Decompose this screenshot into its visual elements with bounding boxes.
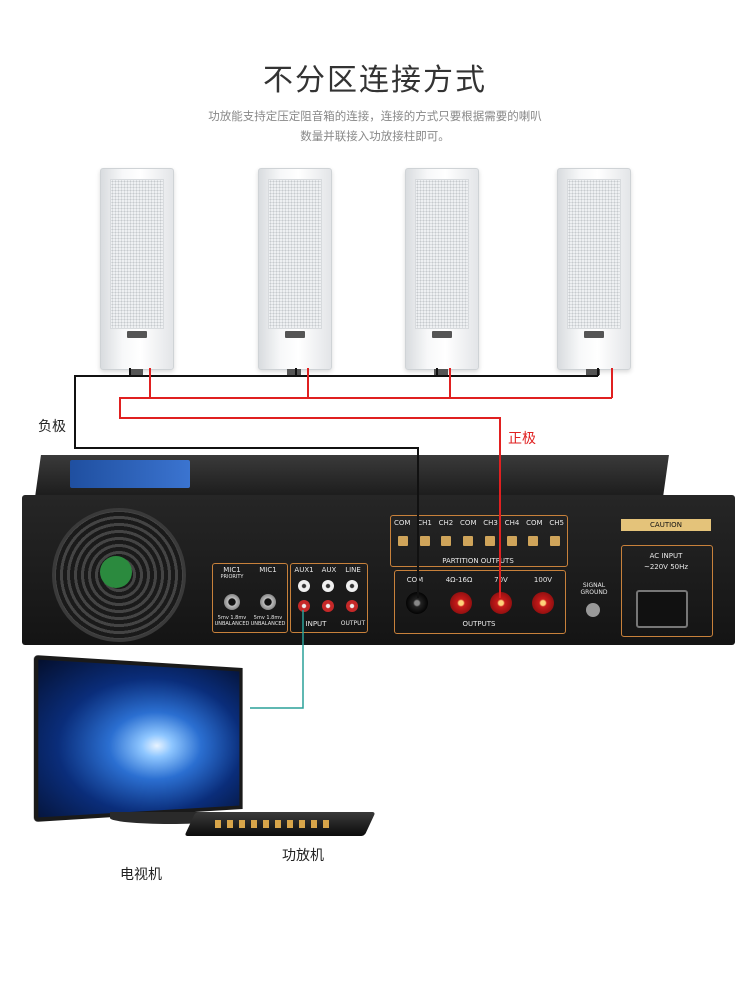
- zone-terminal[interactable]: [441, 536, 452, 546]
- zone-label-7: COM: [526, 519, 543, 527]
- mic1-priority-jack[interactable]: [224, 594, 240, 610]
- zone-terminal[interactable]: [528, 536, 539, 546]
- positive-wire: [119, 368, 501, 598]
- mic1-label: MIC1: [259, 566, 277, 574]
- mic1-jack[interactable]: [260, 594, 276, 610]
- page-title: 不分区连接方式: [263, 63, 487, 98]
- ac-spec-label: ~220V 50Hz: [643, 563, 689, 571]
- aux1-left-rca[interactable]: [298, 580, 310, 592]
- subtitle-line-1: 功放能支持定压定阻音箱的连接，连接的方式只要根据需要的喇叭: [208, 109, 542, 123]
- aux1-right-rca[interactable]: [298, 600, 310, 612]
- fan-hub: [100, 556, 132, 588]
- positive-label: 正极: [508, 431, 536, 447]
- amplifier-caption: 功放机: [282, 848, 324, 864]
- speaker-4: [557, 168, 631, 375]
- ac-input-label: AC INPUT: [649, 552, 683, 560]
- ground-screw[interactable]: [586, 603, 600, 617]
- zone-terminal[interactable]: [419, 536, 430, 546]
- outputs-section: [394, 570, 566, 634]
- ac-input-section: [621, 545, 713, 637]
- output-70v-post[interactable]: [490, 592, 512, 614]
- mic1-priority-sub: PRIORITY: [220, 574, 244, 580]
- subtitle-line-2: 数量并联接入功放接柱即可。: [300, 129, 450, 143]
- line-right-rca[interactable]: [346, 600, 358, 612]
- tv-caption: 电视机: [120, 867, 162, 883]
- zone-label-1: COM: [394, 519, 411, 527]
- zone-terminal[interactable]: [484, 536, 495, 546]
- negative-wire: [74, 368, 419, 598]
- aux-label: AUX: [321, 566, 337, 574]
- signal-ground-label: SIGNAL GROUND: [580, 582, 608, 596]
- output-100v-label: 100V: [533, 576, 553, 584]
- outputs-label: OUTPUTS: [462, 620, 496, 628]
- amplifier-sticker: [70, 460, 190, 488]
- tv-screen: [33, 654, 243, 823]
- speaker-3: [405, 168, 479, 375]
- aux-left-rca[interactable]: [322, 580, 334, 592]
- zone-terminal[interactable]: [398, 536, 408, 546]
- zone-terminal[interactable]: [506, 536, 517, 546]
- partition-outputs-section: [390, 515, 568, 567]
- aux-right-rca[interactable]: [322, 600, 334, 612]
- mic-section: [212, 563, 288, 633]
- mic1-priority-label: MIC1: [223, 566, 241, 574]
- zone-label-6: CH4: [504, 519, 520, 527]
- aux1-label: AUX1: [294, 566, 314, 574]
- output-4-16-label: 4Ω-16Ω: [445, 576, 473, 584]
- output-100v-post[interactable]: [532, 592, 554, 614]
- mic-spec-1: 5mv 1.8mv UNBALANCED: [214, 615, 250, 627]
- subtitle: 功放能支持定压定阻音箱的连接，连接的方式只要根据需要的喇叭 数量并联接入功放接柱…: [150, 106, 600, 146]
- input-label: INPUT: [305, 620, 327, 628]
- zone-labels: COM CH1 CH2 COM CH3 CH4 COM CH5: [394, 519, 564, 527]
- speaker-1: [100, 168, 174, 375]
- negative-label: 负极: [38, 419, 66, 435]
- zone-label-5: CH3: [483, 519, 498, 527]
- aux-line-section: [290, 563, 368, 633]
- output-com-post[interactable]: [406, 592, 428, 614]
- zone-terminals: [398, 536, 560, 546]
- mic-spec-2: 5mv 1.8mv UNBALANCED: [250, 615, 286, 627]
- line-label: LINE: [345, 566, 361, 574]
- zone-label-8: CH5: [549, 519, 564, 527]
- speaker-2: [258, 168, 332, 375]
- line-left-rca[interactable]: [346, 580, 358, 592]
- output-com-label: COM: [406, 576, 424, 584]
- zone-terminal[interactable]: [463, 536, 474, 546]
- zone-label-2: CH1: [417, 519, 432, 527]
- zone-terminal[interactable]: [549, 536, 560, 546]
- signal-wire: [250, 610, 304, 709]
- zone-label-3: CH2: [438, 519, 454, 527]
- partition-outputs-label: PARTITION OUTPUTS: [442, 557, 514, 565]
- output-label: OUTPUT: [340, 620, 366, 627]
- zone-label-4: COM: [460, 519, 477, 527]
- output-4-16-post[interactable]: [450, 592, 472, 614]
- caution-label: CAUTION: [621, 519, 711, 531]
- power-socket[interactable]: [636, 590, 688, 628]
- mini-amplifier-controls: [215, 820, 335, 828]
